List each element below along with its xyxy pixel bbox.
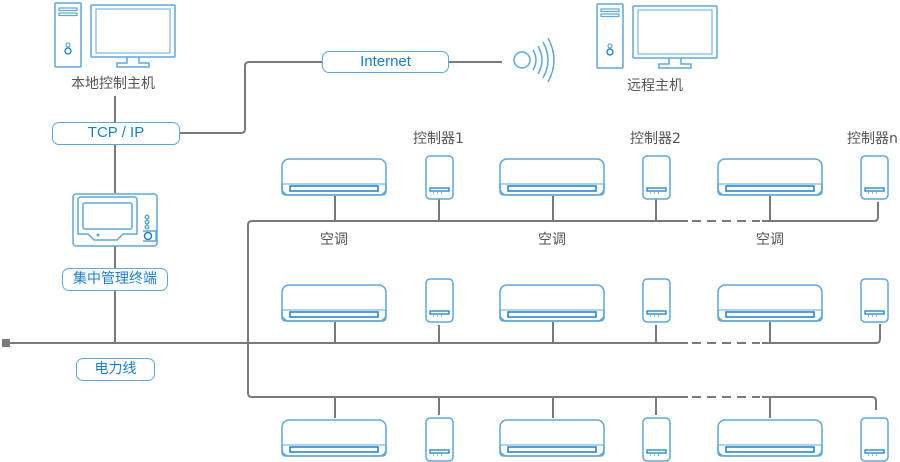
controller-icon <box>425 155 454 200</box>
internet-node: Internet <box>322 51 449 73</box>
controller-icon <box>860 155 889 200</box>
ac-unit-icon <box>281 419 387 457</box>
tcp-ip-node: TCP / IP <box>52 122 180 145</box>
bus-right-segment-3 <box>762 396 877 410</box>
ac-label-2: 空调 <box>538 232 566 248</box>
controller-icon <box>425 278 454 323</box>
power-line-endpoint <box>2 339 10 347</box>
terminal-label: 集中管理终端 <box>62 268 168 291</box>
ac-unit-icon <box>717 158 823 196</box>
controller-n-label: 控制器n <box>847 131 898 147</box>
controller-icon <box>642 278 671 323</box>
remote-host-label: 远程主机 <box>627 78 683 94</box>
wireless-signal-icon <box>513 37 555 83</box>
controller-icon <box>642 155 671 200</box>
ac-unit-icon <box>281 284 387 322</box>
ac-label-1: 空调 <box>320 232 348 248</box>
ac-unit-icon <box>499 158 605 196</box>
bus-right-segment-1 <box>762 202 879 222</box>
controller-icon <box>860 417 889 462</box>
controller-icon <box>860 278 889 323</box>
ac-unit-icon <box>717 284 823 322</box>
ac-unit-icon <box>499 284 605 322</box>
touch-panel-icon <box>72 193 158 247</box>
controller-1-label: 控制器1 <box>413 131 464 147</box>
ac-unit-icon <box>717 419 823 457</box>
connection-lines <box>8 61 881 418</box>
remote-host-computer-icon <box>596 3 718 69</box>
bus-right-segment-2 <box>762 324 881 344</box>
ac-unit-icon <box>499 419 605 457</box>
power-line-label: 电力线 <box>76 358 155 381</box>
controller-2-label: 控制器2 <box>630 131 681 147</box>
ac-unit-icon <box>281 158 387 196</box>
local-host-label: 本地控制主机 <box>71 76 155 92</box>
local-host-computer-icon <box>54 2 176 68</box>
controller-icon <box>425 417 454 462</box>
controller-icon <box>642 417 671 462</box>
trunk-line <box>247 220 253 398</box>
line-tcpip-to-internet <box>180 61 322 134</box>
ac-label-3: 空调 <box>756 232 784 248</box>
